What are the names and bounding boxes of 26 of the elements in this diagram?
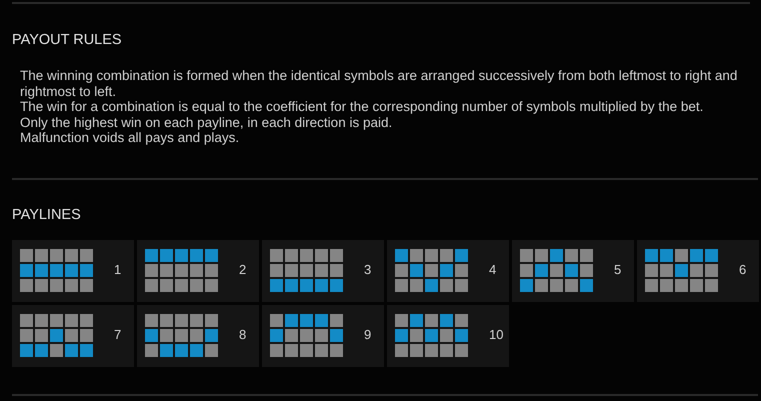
payline-number: 9 bbox=[364, 327, 372, 343]
payline-card bbox=[512, 240, 634, 302]
rule-text: The winning combination is formed when the identical symbols are arranged successively from both leftmost to right and rightmost to left. bbox=[20, 68, 738, 99]
section-heading: PAYOUT RULES bbox=[12, 31, 122, 49]
payline-card bbox=[262, 305, 384, 367]
payline-number: 10 bbox=[489, 327, 504, 343]
payline-number: 5 bbox=[614, 262, 622, 278]
payline-card bbox=[387, 240, 509, 302]
payline-card bbox=[637, 240, 759, 302]
payline-number: 3 bbox=[364, 262, 372, 278]
payline-number: 7 bbox=[114, 327, 122, 343]
payline-card bbox=[137, 240, 259, 302]
payline-card bbox=[137, 305, 259, 367]
payline-card bbox=[12, 305, 134, 367]
rule-text: Malfunction voids all pays and plays. bbox=[20, 130, 240, 146]
payline-card bbox=[262, 240, 384, 302]
payline-number: 8 bbox=[239, 327, 246, 343]
payline-card bbox=[387, 305, 509, 367]
payline-card bbox=[12, 240, 134, 302]
payline-number: 6 bbox=[739, 262, 746, 278]
rule-text: Only the highest win on each payline, in each direction is paid. bbox=[20, 114, 394, 130]
payline-number: 4 bbox=[489, 262, 496, 278]
payline-number: 2 bbox=[239, 262, 246, 278]
payline-number: 1 bbox=[114, 262, 122, 278]
rule-text: The win for a combination is equal to the coefficient for the corresponding number of symbols multiplied by the bet. bbox=[20, 99, 704, 114]
section-heading: PAYLINES bbox=[12, 206, 81, 224]
